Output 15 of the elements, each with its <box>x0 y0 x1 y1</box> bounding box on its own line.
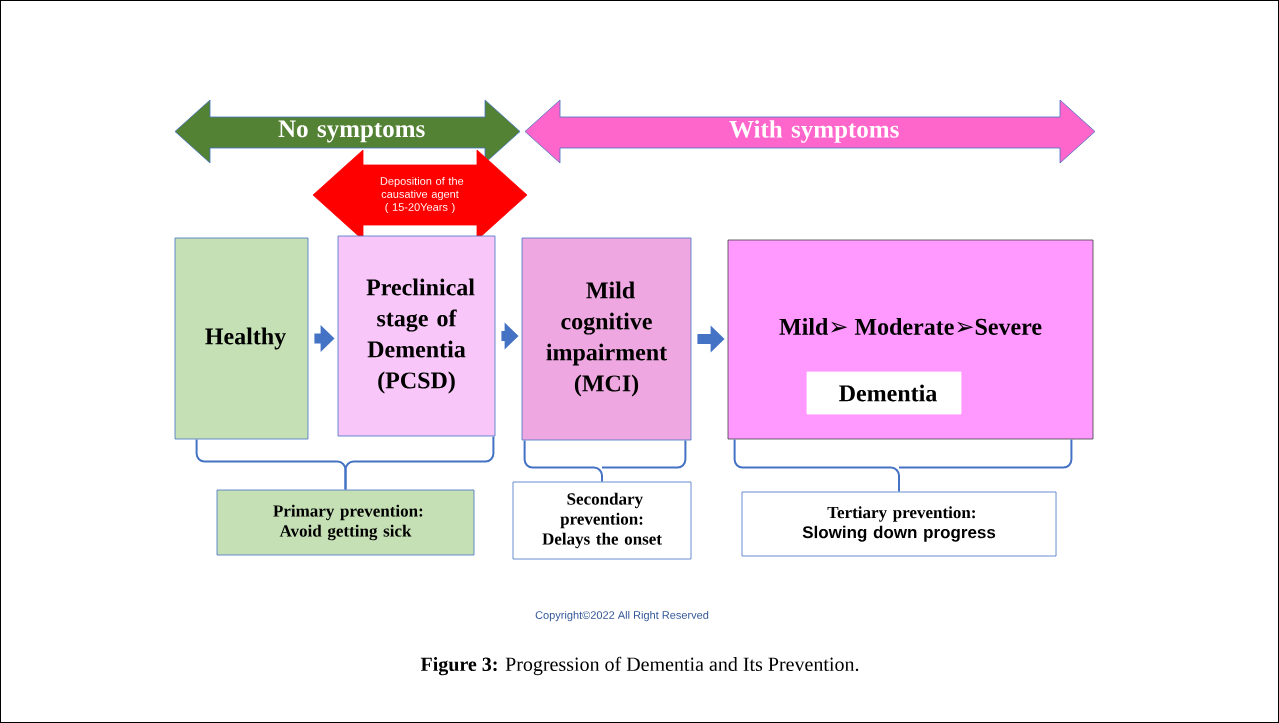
caption: Figure 3: Progression of Dementia and Its Prevention. <box>420 656 859 676</box>
dementia-box: Dementia <box>806 371 962 415</box>
double-headed-banner: No symptoms <box>174 99 521 164</box>
stage-box: Healthy <box>174 237 309 440</box>
prevention-box: Secondary prevention: Delays the onset <box>512 481 692 560</box>
double-headed-banner: With symptoms <box>524 99 1096 164</box>
stage-box: Mild cognitive impairment (MCI) <box>521 237 692 441</box>
stage-box: Preclinical stage of Dementia (PCSD) <box>337 235 496 437</box>
bracket <box>733 438 1073 493</box>
bracket <box>523 439 687 483</box>
double-headed-banner: Deposition of the causative agent ( 15-20Years ) <box>312 149 528 241</box>
prevention-box: Tertiary prevention: Slowing down progress <box>741 491 1057 557</box>
prevention-box: Primary prevention: Avoid getting sick <box>216 489 475 556</box>
bracket <box>344 435 495 491</box>
copyright-note: Copyright©2022 All Right Reserved <box>535 610 709 622</box>
